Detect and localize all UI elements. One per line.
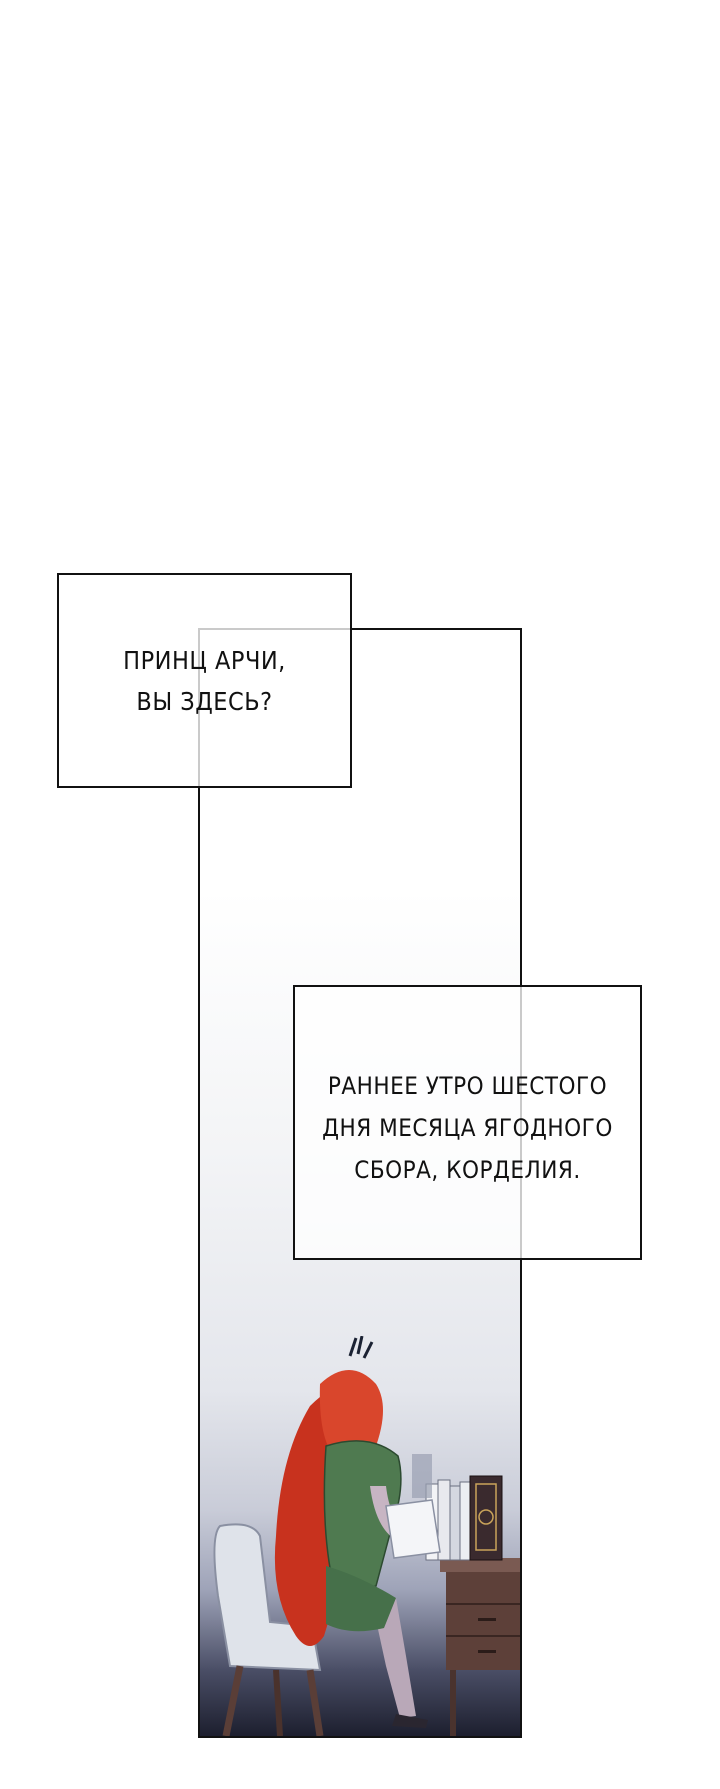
reading-girl-illustration xyxy=(213,1336,520,1736)
caption-text: РАННЕЕ УТРО ШЕСТОГО ДНЯ МЕСЯЦА ЯГОДНОГО … xyxy=(322,1071,613,1184)
desk xyxy=(440,1558,520,1736)
chair xyxy=(213,1523,324,1736)
girl-figure xyxy=(274,1370,441,1728)
caption-box-morning-cordelia: РАННЕЕ УТРО ШЕСТОГО ДНЯ МЕСЯЦА ЯГОДНОГО … xyxy=(293,985,642,1260)
pen-holder xyxy=(348,1336,374,1359)
caption-box-prince-archie: ПРИНЦ АРЧИ, ВЫ ЗДЕСЬ? xyxy=(57,573,352,788)
caption-text: ПРИНЦ АРЧИ, ВЫ ЗДЕСЬ? xyxy=(123,645,286,716)
